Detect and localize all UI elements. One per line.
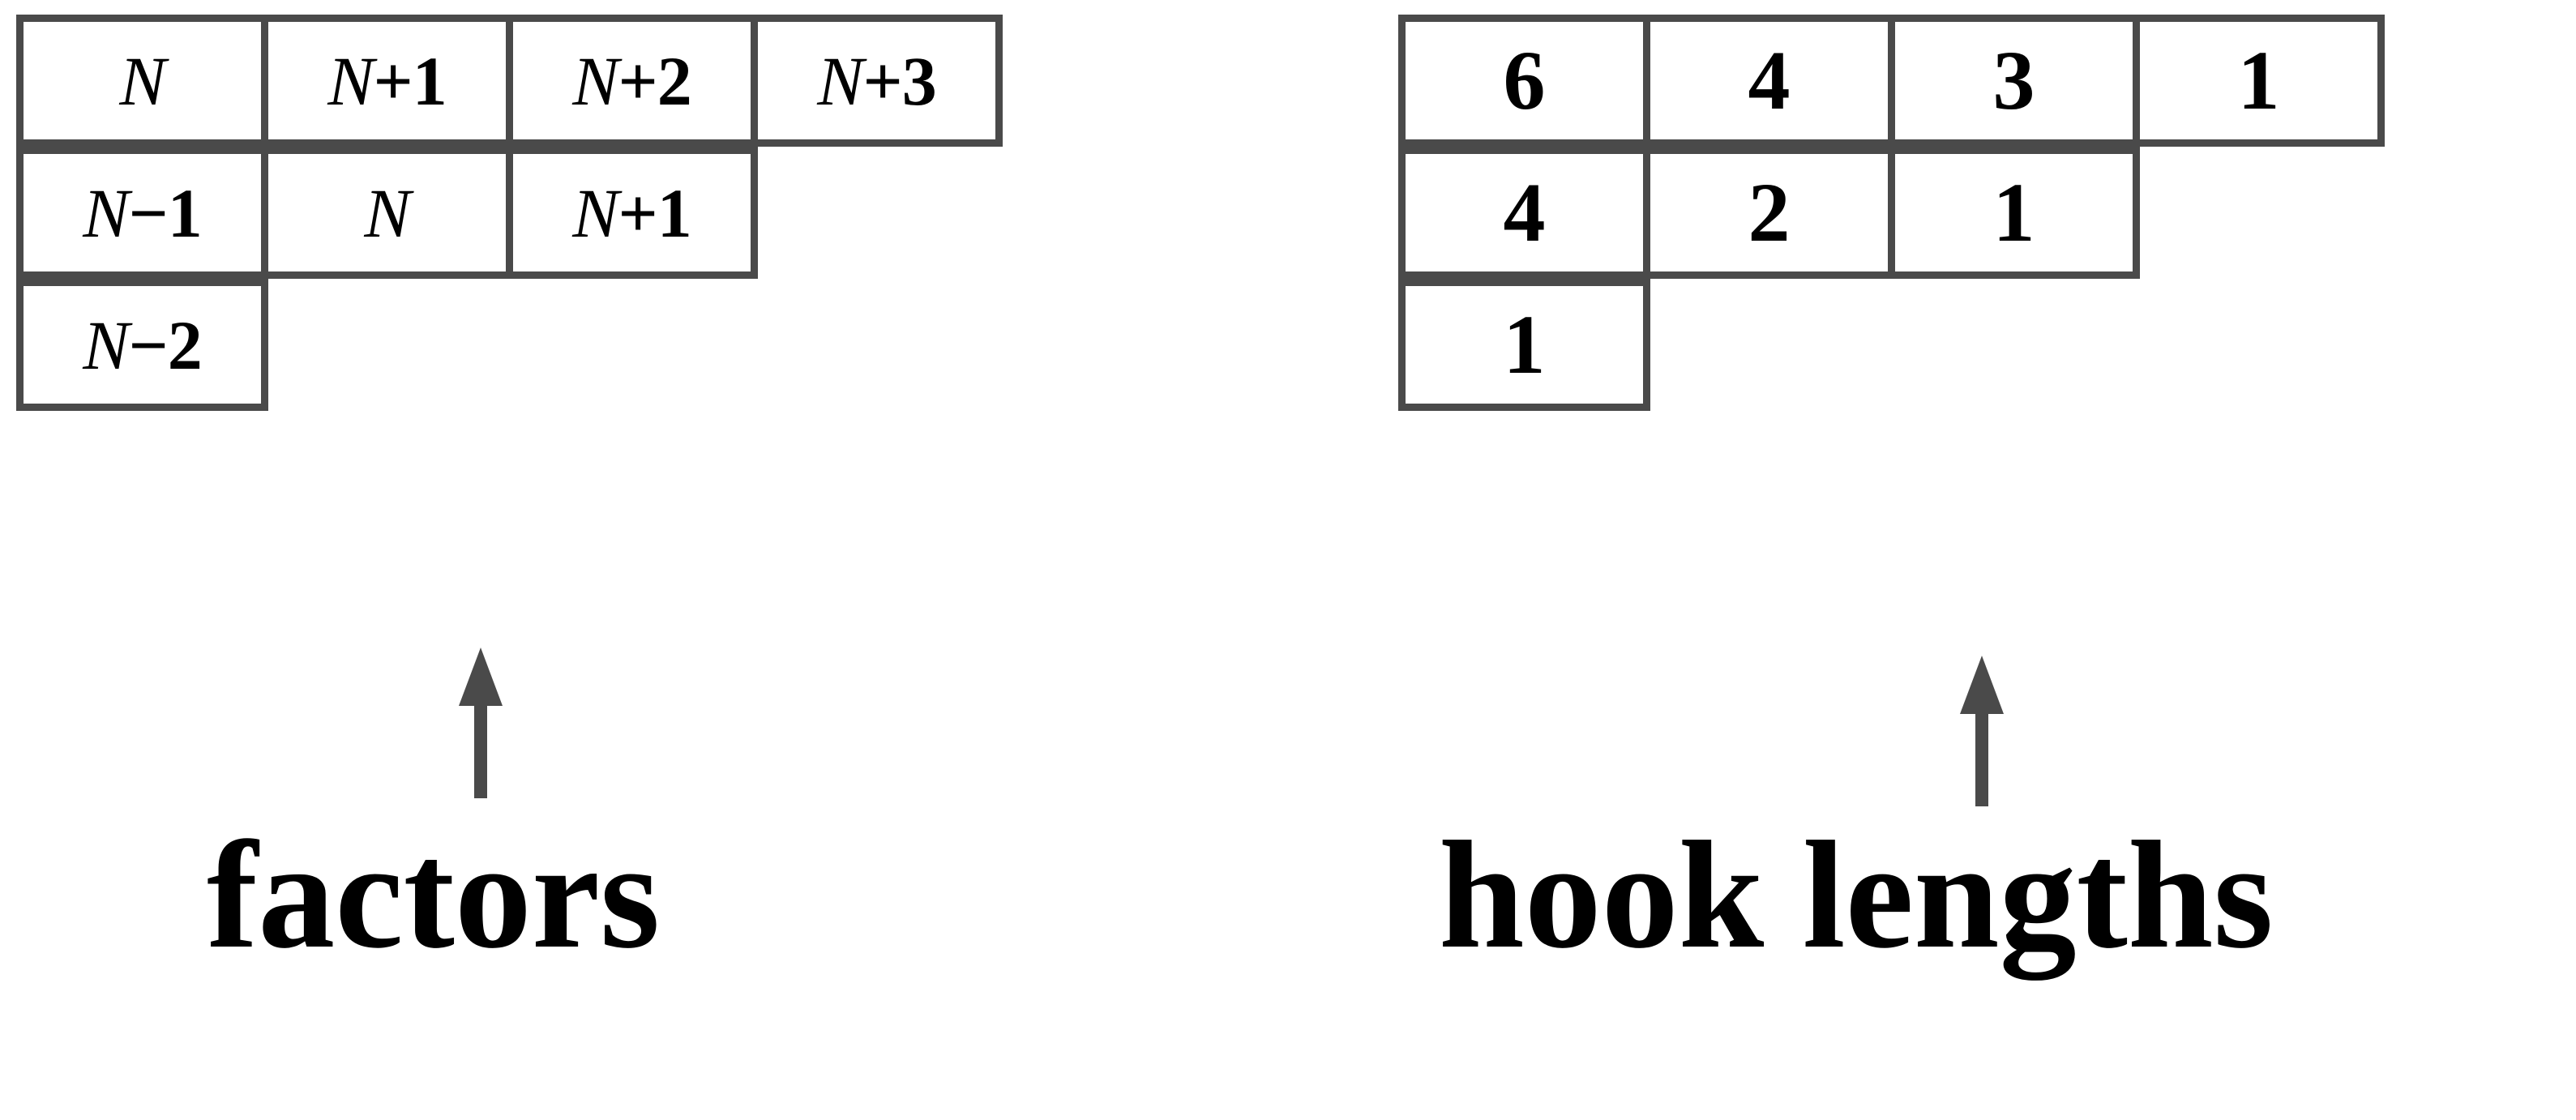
factors-cell-r2c3[interactable]: N+1 bbox=[506, 147, 758, 279]
factors-cell-r1c2[interactable]: N+1 bbox=[261, 15, 513, 147]
hook-lengths-cell-r1c2[interactable]: 4 bbox=[1643, 15, 1895, 147]
factors-cell-r3c1[interactable]: N−2 bbox=[16, 279, 268, 411]
hook-lengths-cell-r1c4[interactable]: 1 bbox=[2133, 15, 2385, 147]
hook-lengths-cell-r1c1[interactable]: 6 bbox=[1398, 15, 1650, 147]
factors-cell-r1c1[interactable]: N bbox=[16, 15, 268, 147]
factors-cell-label: N−2 bbox=[83, 306, 202, 384]
factors-cell-label: N bbox=[119, 41, 165, 120]
factors-row-1: N N+1 N+2 N+3 bbox=[16, 15, 1003, 147]
hook-lengths-row-1: 6 4 3 1 bbox=[1398, 15, 2385, 147]
hook-length-value: 1 bbox=[1992, 165, 2035, 259]
hook-length-value: 1 bbox=[1503, 297, 1546, 391]
hook-lengths-up-arrow-icon bbox=[1953, 652, 2010, 806]
factors-cell-label: N−1 bbox=[83, 173, 202, 252]
factors-row-3: N−2 bbox=[16, 279, 268, 411]
hook-lengths-cell-r2c1[interactable]: 4 bbox=[1398, 147, 1650, 279]
hook-length-value: 4 bbox=[1503, 165, 1546, 259]
factors-caption: factors bbox=[207, 810, 661, 981]
hook-length-value: 4 bbox=[1748, 33, 1791, 127]
hook-lengths-cell-r1c3[interactable]: 3 bbox=[1888, 15, 2140, 147]
hook-length-value: 6 bbox=[1503, 33, 1546, 127]
factors-cell-r1c4[interactable]: N+3 bbox=[751, 15, 1003, 147]
hook-lengths-row-3: 1 bbox=[1398, 279, 1650, 411]
factors-cell-label: N+1 bbox=[572, 173, 691, 252]
hook-lengths-row-2: 4 2 1 bbox=[1398, 147, 2140, 279]
hook-lengths-cell-r2c3[interactable]: 1 bbox=[1888, 147, 2140, 279]
hook-lengths-cell-r3c1[interactable]: 1 bbox=[1398, 279, 1650, 411]
factors-cell-label: N+1 bbox=[327, 41, 447, 120]
hook-length-value: 2 bbox=[1748, 165, 1791, 259]
factors-row-2: N−1 N N+1 bbox=[16, 147, 758, 279]
hook-length-value: 3 bbox=[1992, 33, 2035, 127]
factors-cell-r2c1[interactable]: N−1 bbox=[16, 147, 268, 279]
factors-cell-label: N+2 bbox=[572, 41, 691, 120]
factors-cell-label: N+3 bbox=[817, 41, 936, 120]
factors-cell-label: N bbox=[364, 173, 410, 252]
factors-cell-r1c3[interactable]: N+2 bbox=[506, 15, 758, 147]
hook-lengths-cell-r2c2[interactable]: 2 bbox=[1643, 147, 1895, 279]
factors-cell-r2c2[interactable]: N bbox=[261, 147, 513, 279]
hook-length-value: 1 bbox=[2237, 33, 2280, 127]
hook-lengths-caption: hook lengths bbox=[1439, 810, 2274, 981]
factors-up-arrow-icon bbox=[452, 644, 509, 798]
